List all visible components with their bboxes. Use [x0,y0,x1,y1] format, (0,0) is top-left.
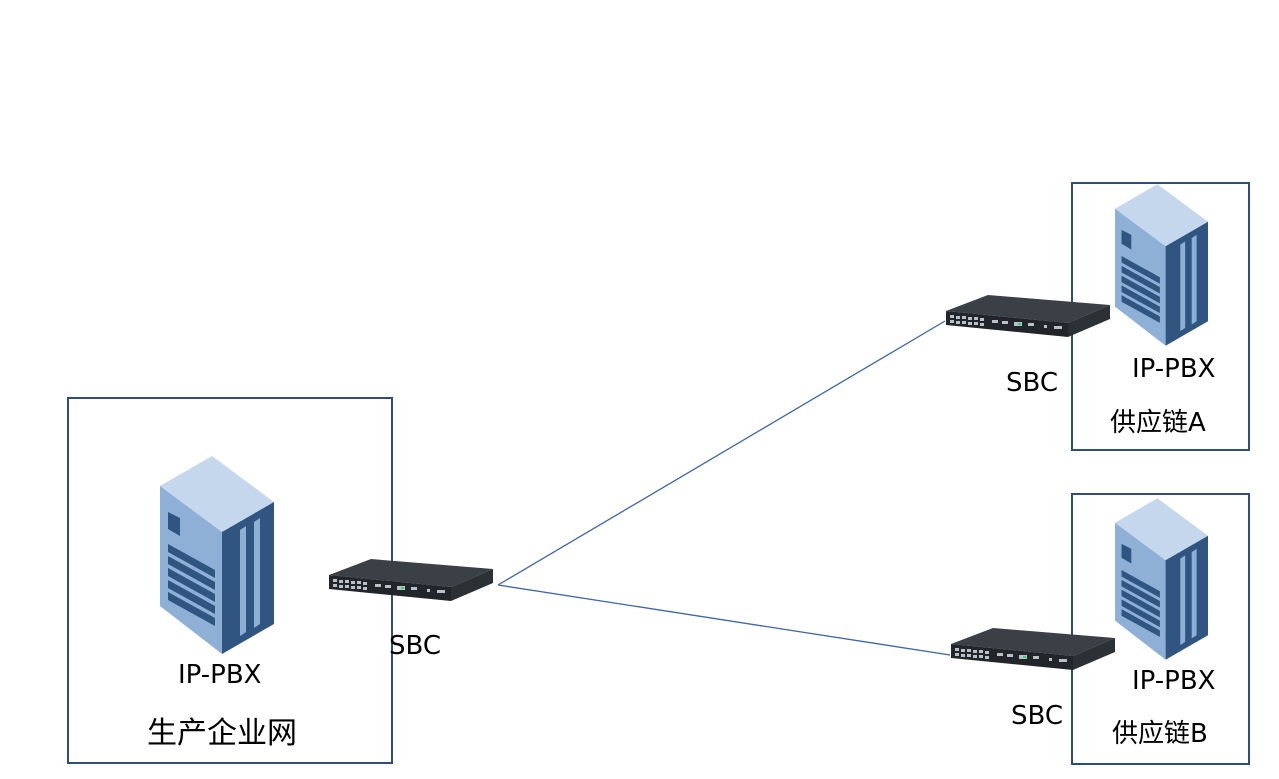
supplier-b-zone [1071,493,1250,765]
supplier-a-pbx-label: IP-PBX [1132,354,1216,384]
supplier-b-pbx-label: IP-PBX [1132,666,1216,696]
rack-device-icon [946,295,1110,337]
server-tower-icon [160,456,274,654]
server-tower-icon [1115,184,1208,346]
supplier-a-network-label: 供应链A [1110,408,1206,438]
link-enterprise-to-supplier-a [497,320,946,586]
supplier-a-sbc-label: SBC [1006,368,1059,398]
enterprise-sbc-label: SBC [389,631,442,661]
supplier-b-sbc-label: SBC [1011,701,1064,731]
rack-device-icon [329,559,493,601]
enterprise-pbx-label: IP-PBX [178,660,262,690]
link-enterprise-to-supplier-b [497,584,951,656]
rack-device-icon [951,628,1115,670]
enterprise-network-label: 生产企业网 [147,716,297,751]
server-tower-icon [1115,498,1208,660]
supplier-b-network-label: 供应链B [1112,719,1208,749]
